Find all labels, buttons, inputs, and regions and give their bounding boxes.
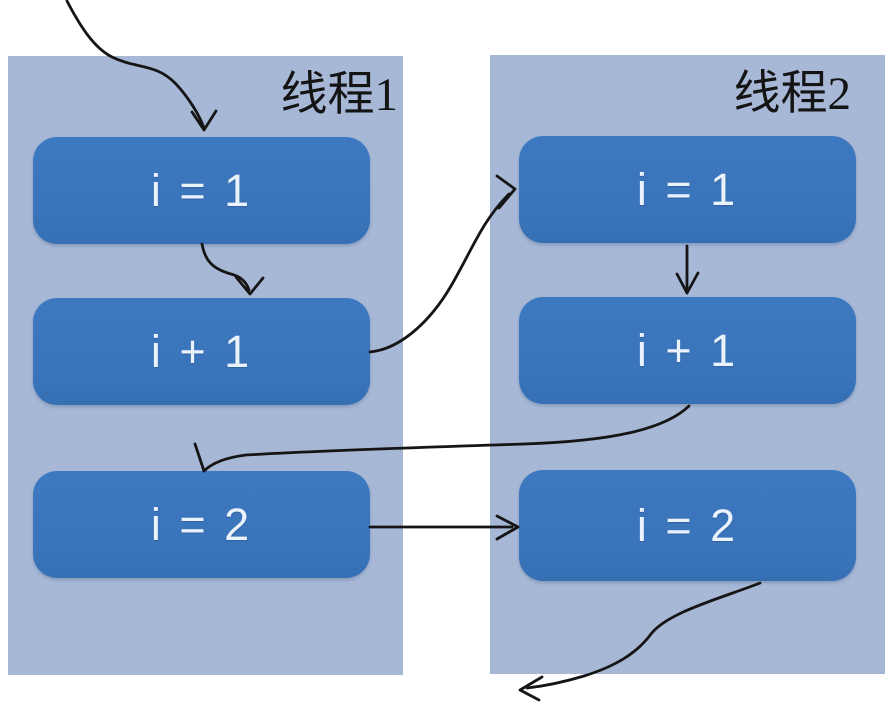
thread2-box-i-plus-1: i + 1 <box>519 297 856 404</box>
thread1-box-i-plus-1-label: i + 1 <box>150 325 253 377</box>
thread2-box-i-plus-1-label: i + 1 <box>636 324 739 376</box>
panel-thread2: 线程2 i = 1 i + 1 i = 2 <box>490 55 885 674</box>
thread1-box-i-equals-2: i = 2 <box>33 471 370 578</box>
panel-thread1: 线程1 i = 1 i + 1 i = 2 <box>8 56 403 675</box>
thread2-box-i-equals-2: i = 2 <box>519 470 856 581</box>
thread1-box-i-equals-1-label: i = 1 <box>150 164 253 216</box>
thread1-box-i-equals-1: i = 1 <box>33 137 370 244</box>
thread2-box-i-equals-1: i = 1 <box>519 136 856 243</box>
thread1-box-i-plus-1: i + 1 <box>33 298 370 405</box>
thread2-box-i-equals-2-label: i = 2 <box>636 499 739 551</box>
thread2-box-i-equals-1-label: i = 1 <box>636 163 739 215</box>
thread1-box-i-equals-2-label: i = 2 <box>150 498 253 550</box>
thread2-title: 线程2 <box>733 68 852 120</box>
thread1-title: 线程1 <box>280 69 399 121</box>
